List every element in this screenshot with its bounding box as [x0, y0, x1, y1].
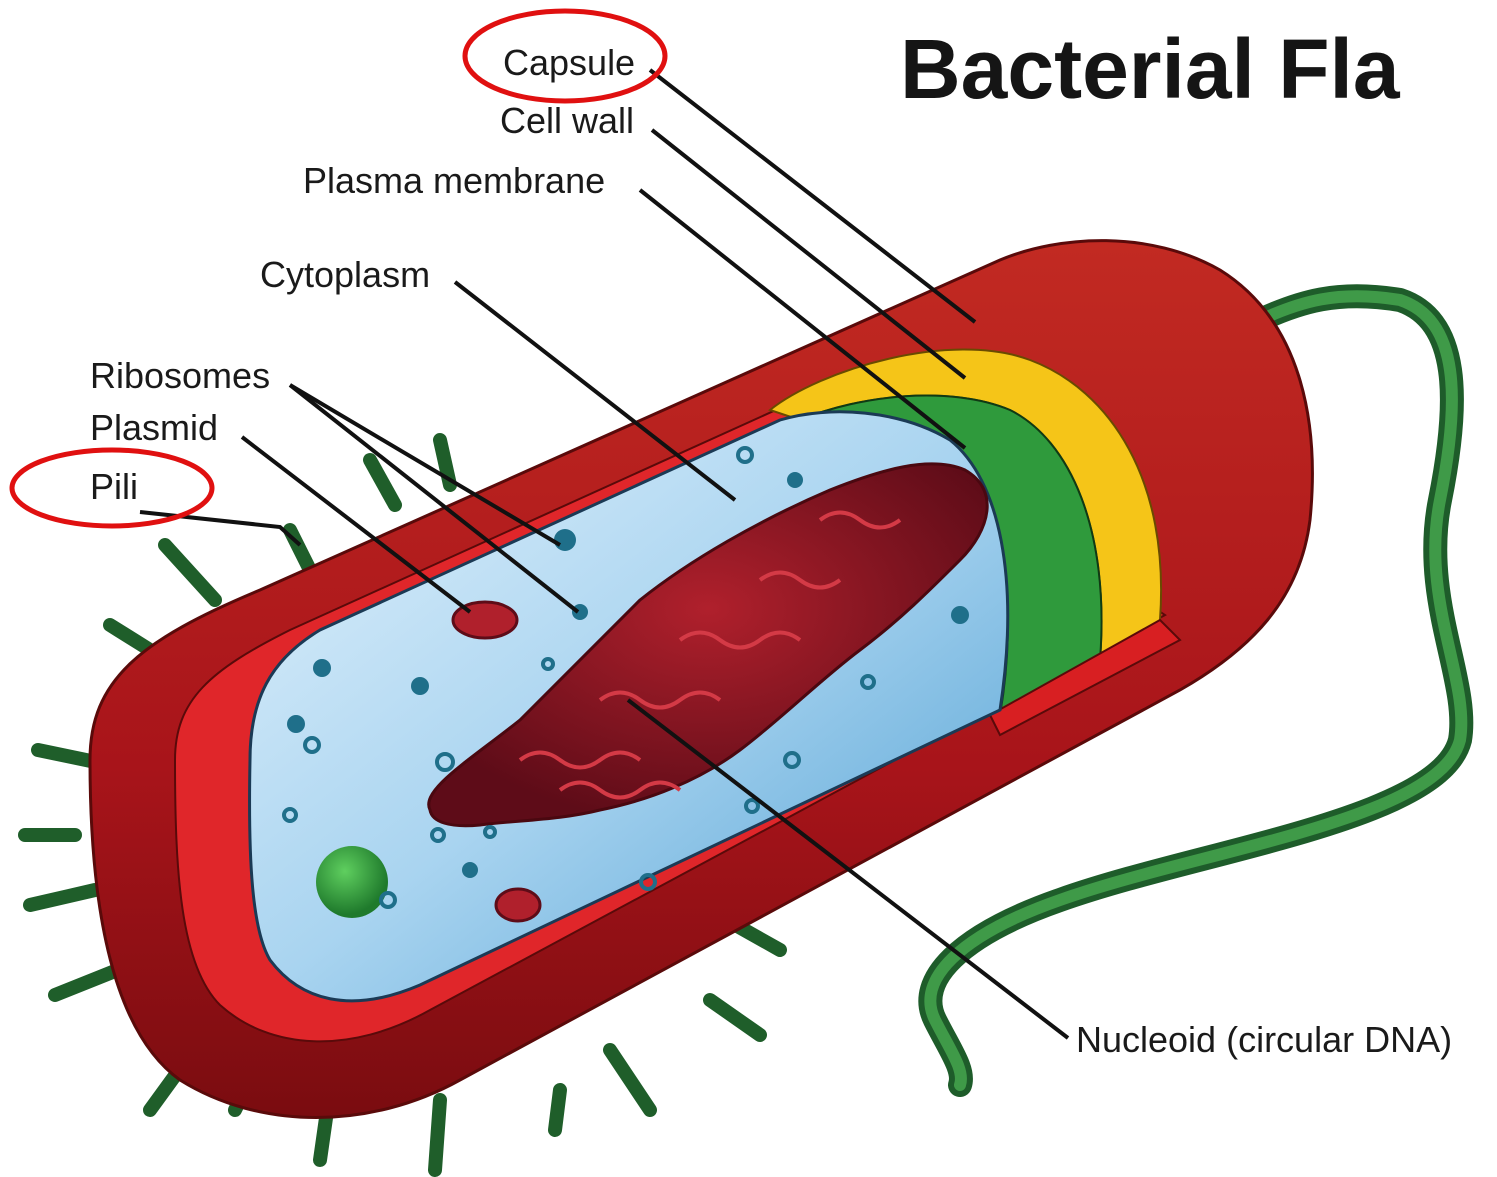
label-capsule: Capsule: [503, 42, 635, 83]
cell-body: [90, 241, 1312, 1118]
diagram-title: Bacterial Fla: [900, 22, 1401, 116]
label-plasma-membrane: Plasma membrane: [303, 160, 605, 201]
label-pili: Pili: [90, 466, 138, 507]
label-ribosomes: Ribosomes: [90, 355, 270, 396]
label-plasmid: Plasmid: [90, 407, 218, 448]
label-cell-wall: Cell wall: [500, 100, 634, 141]
label-nucleoid: Nucleoid (circular DNA): [1076, 1019, 1452, 1060]
label-cytoplasm: Cytoplasm: [260, 254, 430, 295]
